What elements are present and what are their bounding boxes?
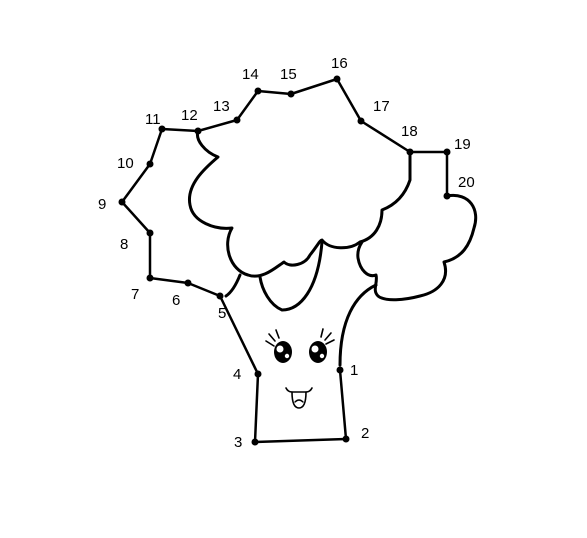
dot-3 — [251, 438, 259, 446]
dot-9 — [118, 198, 126, 206]
dot-label-9: 9 — [98, 196, 106, 213]
dot-16 — [333, 75, 341, 83]
dot-17 — [357, 117, 365, 125]
dot-12 — [194, 127, 202, 135]
floret-left-sprig — [224, 273, 242, 298]
dot-label-13: 13 — [213, 98, 230, 115]
right-eye — [309, 328, 335, 363]
dot-label-11: 11 — [145, 111, 161, 128]
dot-7 — [146, 274, 154, 282]
dot-label-15: 15 — [280, 66, 297, 83]
dot-18 — [406, 148, 414, 156]
dot-8 — [146, 229, 154, 237]
stem-inner-left — [258, 240, 324, 312]
floret-outline — [188, 129, 412, 278]
dot-label-19: 19 — [454, 136, 471, 153]
dot-label-7: 7 — [131, 286, 139, 303]
dot-label-12: 12 — [181, 107, 198, 124]
dot-20 — [443, 192, 451, 200]
floret-right-lobe — [356, 193, 478, 302]
dot-label-16: 16 — [331, 55, 348, 72]
dot-label-18: 18 — [401, 123, 418, 140]
dot-label-10: 10 — [117, 155, 134, 172]
dot-1 — [336, 366, 344, 374]
dot-6 — [184, 279, 192, 287]
numbered-dots — [118, 75, 451, 446]
dot-11 — [158, 125, 166, 133]
dot-label-1: 1 — [350, 362, 358, 379]
dot-label-2: 2 — [361, 425, 369, 442]
dot-label-20: 20 — [458, 174, 475, 191]
dot-15 — [287, 90, 295, 98]
dot-2 — [342, 435, 350, 443]
dot-label-17: 17 — [373, 98, 390, 115]
dot-4 — [254, 370, 262, 378]
dot-label-8: 8 — [120, 236, 128, 253]
dot-label-14: 14 — [242, 66, 259, 83]
dot-5 — [216, 292, 224, 300]
left-eye — [265, 329, 292, 363]
stem-right-edge — [338, 283, 378, 367]
dot-label-5: 5 — [218, 305, 226, 322]
connect-the-dots-line — [120, 77, 449, 444]
dot-label-6: 6 — [172, 292, 180, 309]
mouth — [285, 387, 313, 409]
dot-label-3: 3 — [234, 434, 242, 451]
dot-13 — [233, 116, 241, 124]
dot-14 — [254, 87, 262, 95]
dot-10 — [146, 160, 154, 168]
dot-19 — [443, 148, 451, 156]
dot-label-4: 4 — [233, 366, 241, 383]
